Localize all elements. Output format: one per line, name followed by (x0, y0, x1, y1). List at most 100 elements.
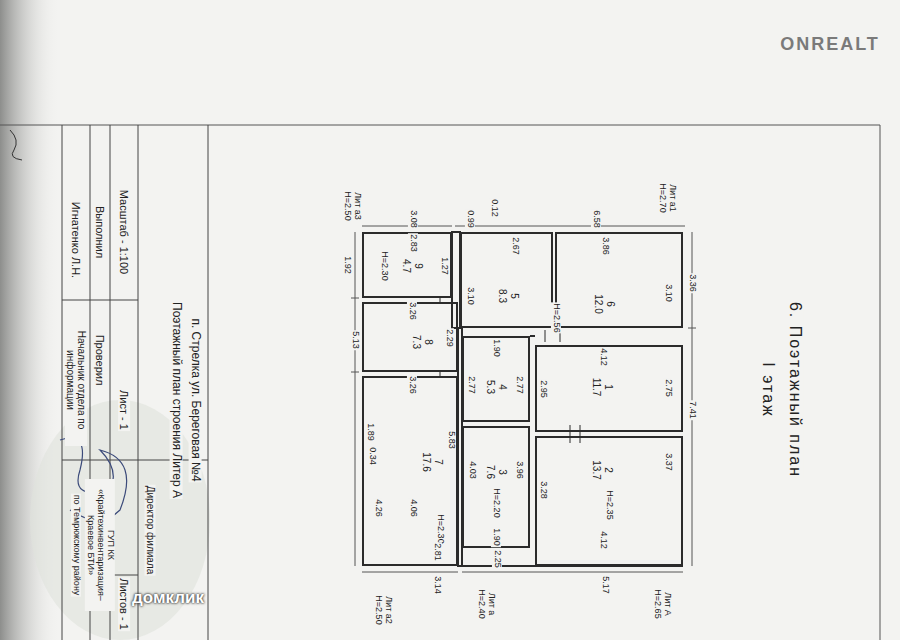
sheet-title: Поэтажный план строения Литер А (169, 301, 182, 499)
dimension-lines (351, 226, 696, 572)
room-area: 11.7 (591, 378, 603, 397)
dimension: 6.58 (591, 209, 601, 229)
dimension: 2.67 (510, 236, 520, 256)
height-label: Н=2.30 (435, 513, 445, 544)
scale-note: Масштаб - 1:100 (118, 189, 130, 275)
role-label: Начальник отдела по информации (65, 314, 87, 446)
room-number: 5 (508, 289, 520, 303)
room-area: 7.6 (485, 465, 497, 479)
dimension: 3.10 (663, 283, 673, 303)
organisation-name: ГУП КК «Крайтехинвентаризация– Краевое Б… (85, 479, 115, 611)
room-text: 612.0 (593, 294, 616, 313)
dimension: 3.36 (687, 273, 697, 293)
dimension: 7.41 (687, 400, 697, 420)
litera-label: Лит а3 Н=2.50 (342, 185, 362, 227)
dimension: 4.03 (467, 460, 477, 480)
dimension: 1.90 (491, 338, 501, 358)
room-area: 13.7 (591, 460, 603, 479)
room-text: 111.7 (591, 378, 614, 397)
watermark: ONREALT (779, 35, 881, 55)
paper-stain (30, 400, 210, 640)
room-area: 7.3 (411, 335, 423, 349)
organisation-name: по Темрюкскому району (71, 494, 81, 597)
dimension: 4.06 (408, 498, 418, 518)
dimension: 4.26 (373, 498, 383, 518)
plan-title: 6. Поэтажный план (786, 301, 804, 479)
person-name: Игнатенко Л.Н. (70, 201, 82, 279)
role-label: Директор филиала (145, 485, 156, 576)
dimension: 3.10 (465, 286, 475, 306)
dimension: 4.12 (598, 347, 608, 367)
dimension: 0.12 (489, 198, 499, 218)
dimension: 3.86 (600, 236, 610, 256)
room-area: 17.6 (421, 452, 433, 471)
dimension: 1.27 (439, 256, 449, 276)
room-text: 213.7 (591, 460, 614, 479)
watermark: домклик (131, 589, 205, 608)
room-number: 8 (422, 335, 434, 349)
room-text: 58.3 (497, 289, 520, 303)
sheet-address: п. Стрелка ул. Береговая №4 (188, 317, 201, 482)
plan-subtitle: I этаж (759, 361, 777, 418)
dimension: 2.95 (538, 379, 548, 399)
dimension: 0.99 (465, 209, 475, 229)
dimension: 4.12 (598, 530, 608, 550)
room-area: 12.0 (593, 294, 605, 313)
room-text: 45.3 (485, 380, 508, 394)
litera-label: Лит А Н=2.65 (652, 583, 672, 625)
role-label: Выполнил (94, 205, 106, 259)
room-box: 612.0 (555, 232, 683, 328)
room-number: 4 (496, 380, 508, 394)
dimension: 3.96 (514, 460, 524, 480)
dimension: 5.17 (600, 575, 610, 595)
dimension: 2.81 (432, 542, 442, 562)
dimension: 2.83 (408, 233, 418, 253)
dimension: 1.89 (365, 422, 375, 442)
dimension: 5.13 (350, 330, 360, 350)
dimension: 2.77 (466, 375, 476, 395)
room-number: 7 (432, 452, 444, 471)
room-number: 3 (496, 465, 508, 479)
height-label: Н=2.20 (491, 487, 501, 518)
dimension: 1.90 (491, 527, 501, 547)
dimension: 3.26 (407, 375, 417, 395)
room-text: 37.6 (485, 465, 508, 479)
sheet-count: Листов - 1 (118, 577, 130, 631)
role-label: Проверил (94, 334, 106, 387)
dimension: 3.26 (407, 301, 417, 321)
room-text: 87.3 (411, 335, 434, 349)
signature (10, 130, 22, 160)
dimension: 3.37 (663, 452, 673, 472)
dimension: 1.92 (342, 255, 352, 275)
dimension: 3.14 (432, 575, 442, 595)
title-block (62, 125, 208, 640)
room-text: 94.7 (401, 259, 424, 273)
paper-frame (0, 125, 880, 640)
height-label: Н=2.30 (379, 250, 389, 281)
dimension: 3.08 (408, 209, 418, 229)
room-area: 8.3 (497, 289, 509, 303)
dimension: 0.34 (367, 446, 377, 466)
litera-label: Лит а Н=2.40 (476, 583, 496, 625)
dimension: 2.25 (492, 549, 502, 569)
litera-label: Лит а1 Н=2.70 (657, 177, 677, 219)
building-walls (452, 232, 683, 566)
height-label: Н=2.35 (604, 489, 614, 520)
dimension: 2.75 (663, 378, 673, 398)
room-number: 1 (602, 378, 614, 397)
height-label: Н=2.56 (551, 302, 561, 333)
room-text: 717.6 (421, 452, 444, 471)
dimension: 3.28 (538, 480, 548, 500)
room-area: 5.3 (485, 380, 497, 394)
room-box: 58.3 (460, 232, 553, 328)
room-number: 6 (604, 294, 616, 313)
dimension: 2.77 (514, 375, 524, 395)
dimension: 5.83 (446, 430, 456, 450)
dimension: 2.29 (444, 328, 454, 348)
sheet-number: Лист - 1 (118, 389, 130, 431)
room-area: 4.7 (401, 259, 413, 273)
room-number: 9 (412, 259, 424, 273)
litera-label: Лит а2 Н=2.50 (373, 589, 393, 631)
